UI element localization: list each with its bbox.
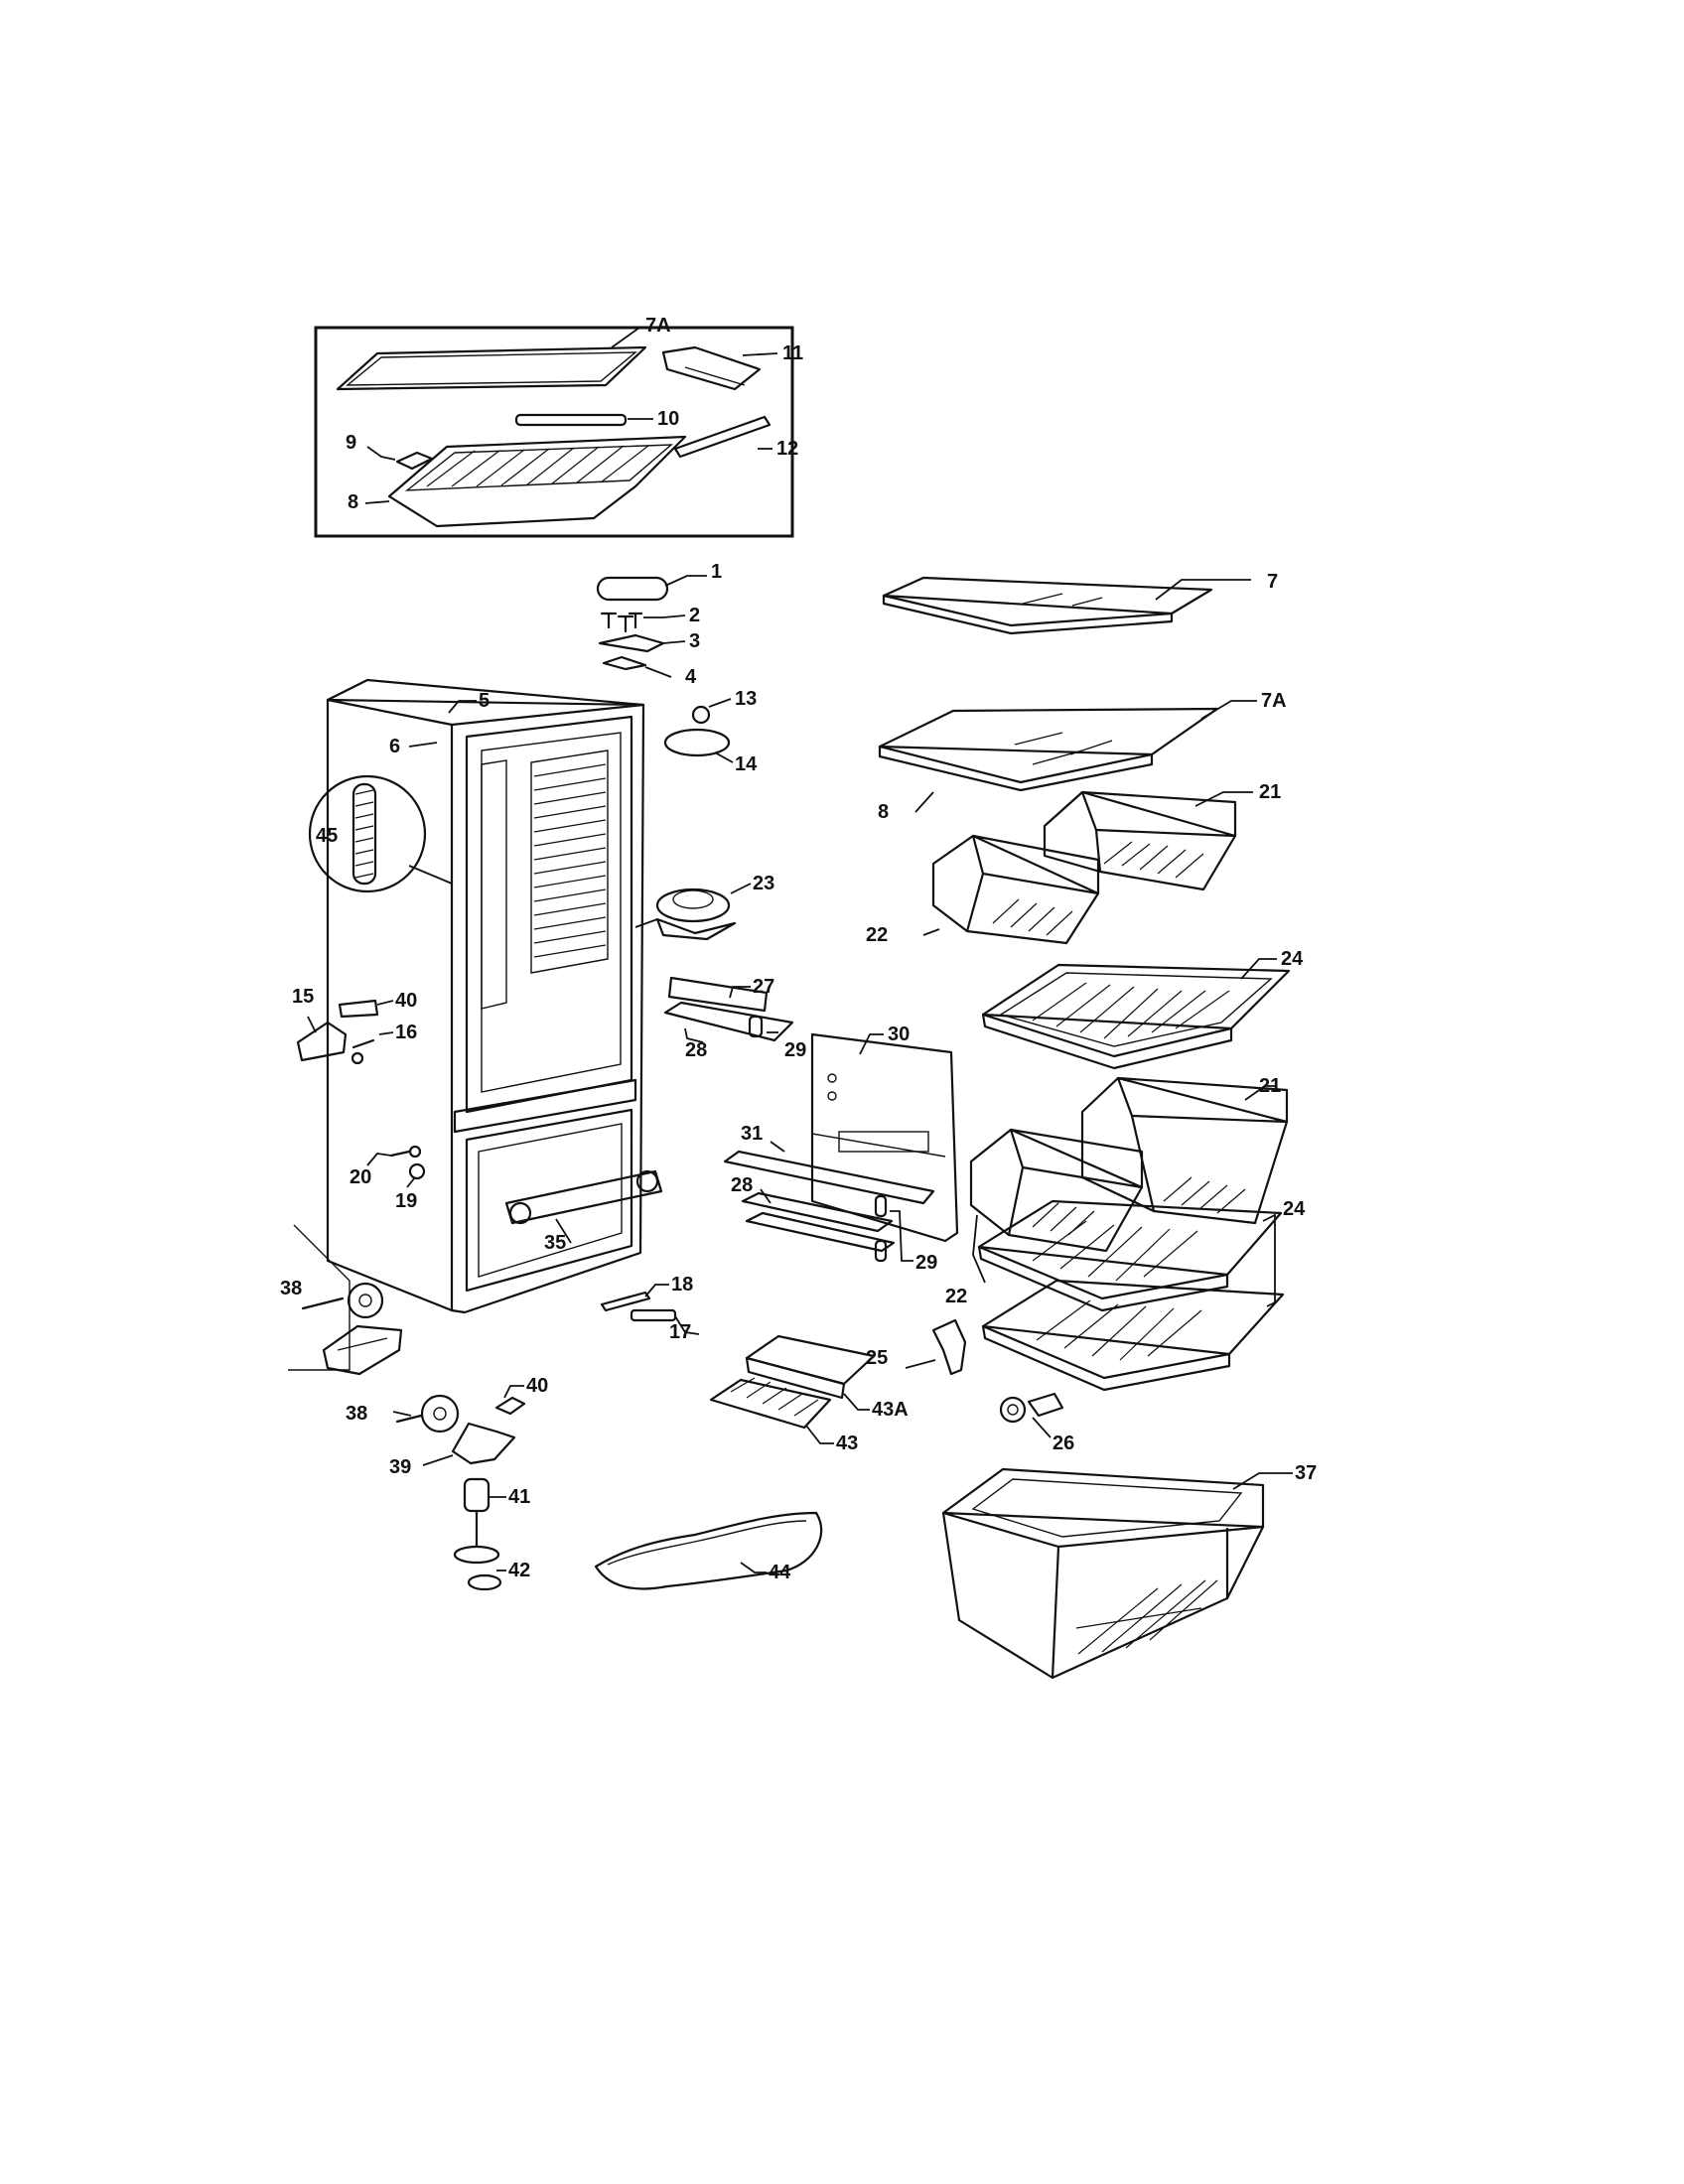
callout-18: 18: [671, 1274, 693, 1296]
top-center-small-parts: [596, 575, 734, 763]
part-7-glass-shelf: [882, 576, 1251, 635]
callout-40-lower: 40: [526, 1375, 548, 1397]
part-13-bulb: [691, 705, 711, 725]
callout-2: 2: [689, 605, 700, 626]
callout-42: 42: [508, 1560, 530, 1581]
part-8-wire-shelf: [387, 435, 687, 528]
callout-29-lower: 29: [915, 1252, 937, 1274]
part-22-crisper-lower: [969, 1128, 1144, 1284]
callout-labels: 7A 11 10 9 12 8 1 2 3 4 5 6 13 14 7 7A 8…: [280, 315, 1317, 1583]
part-2-screws: [600, 612, 643, 633]
callout-10: 10: [657, 408, 679, 430]
callout-1: 1: [711, 561, 722, 583]
part-23-fan: [634, 883, 752, 941]
callout-22-upper: 22: [866, 924, 888, 946]
part-27-28-29-upper: [663, 976, 794, 1043]
callout-37: 37: [1295, 1462, 1317, 1484]
part-31-28-29-lower: [723, 1141, 935, 1263]
callout-7a-inset: 7A: [645, 315, 671, 337]
part-15-16-40-hinge: [296, 999, 394, 1065]
part-12-rail: [673, 415, 772, 459]
callout-22-lower: 22: [945, 1286, 967, 1307]
callout-44: 44: [769, 1562, 791, 1583]
callout-16: 16: [395, 1022, 417, 1043]
callout-17: 17: [669, 1321, 691, 1343]
callout-7: 7: [1267, 571, 1278, 593]
part-11-bracket: [661, 345, 762, 391]
part-1-cover: [596, 576, 669, 602]
callout-21-upper: 21: [1259, 781, 1281, 803]
part-14-ring: [663, 728, 731, 757]
callout-15: 15: [292, 986, 314, 1008]
callout-43a: 43A: [872, 1399, 909, 1421]
callout-6: 6: [389, 736, 400, 757]
part-3-bracket: [598, 633, 665, 653]
callout-4: 4: [685, 666, 697, 688]
callout-38-lower: 38: [346, 1403, 367, 1425]
part-4-shim: [602, 655, 647, 671]
part-24-tray-upper: [981, 958, 1291, 1070]
part-38-39-40-41-42-leveler: [392, 1385, 526, 1591]
part-25-26-small: [905, 1318, 1064, 1438]
part-35-rail: [504, 1169, 663, 1225]
part-10-trim: [514, 413, 628, 427]
callout-35: 35: [544, 1232, 566, 1254]
part-19-20-screw: [366, 1145, 426, 1188]
callout-14: 14: [735, 753, 758, 775]
evaporator-grille: [530, 750, 609, 974]
callout-13: 13: [735, 688, 757, 710]
callout-12: 12: [776, 438, 798, 460]
callout-28-upper: 28: [685, 1039, 707, 1061]
callout-3: 3: [689, 630, 700, 652]
part-glass-shelf-inset: [336, 345, 647, 391]
part-37-drawer: [941, 1467, 1293, 1680]
callout-24-upper: 24: [1281, 948, 1304, 970]
callout-43: 43: [836, 1433, 858, 1454]
part-24-tray-lower: [977, 1199, 1285, 1392]
callout-25: 25: [866, 1347, 888, 1369]
callout-20: 20: [350, 1166, 371, 1188]
callout-7a: 7A: [1261, 690, 1287, 712]
callout-39: 39: [389, 1456, 411, 1478]
callout-19: 19: [395, 1190, 417, 1212]
part-17-18-trim: [600, 1284, 700, 1335]
callout-27: 27: [753, 976, 774, 998]
part-22-crisper-upper: [922, 834, 1100, 945]
callout-11: 11: [782, 342, 803, 364]
part-38-wheel-upper: [288, 1224, 403, 1376]
callout-40-upper: 40: [395, 990, 417, 1012]
callout-45: 45: [316, 825, 338, 847]
part-7a-glass-shelf: [878, 700, 1257, 813]
part-21-crisper-upper: [1043, 790, 1253, 891]
callout-26: 26: [1052, 1433, 1074, 1454]
callout-8-inset: 8: [348, 491, 358, 513]
callout-8: 8: [878, 801, 889, 823]
callout-41: 41: [508, 1486, 530, 1508]
callout-30: 30: [888, 1024, 910, 1045]
callout-23: 23: [753, 873, 774, 894]
inset-shelf-assembly: [314, 326, 794, 538]
callout-9: 9: [346, 432, 356, 454]
part-30-panel: [810, 1032, 959, 1243]
callout-24-lower: 24: [1283, 1198, 1306, 1220]
callout-5: 5: [479, 690, 490, 712]
callout-31: 31: [741, 1123, 763, 1145]
refrigerator-cabinet: [326, 678, 663, 1314]
part-21-crisper-lower: [1080, 1076, 1289, 1225]
part-45-gasket-detail: [308, 774, 453, 893]
part-44-tray-gasket: [594, 1511, 823, 1590]
callout-21-lower: 21: [1259, 1075, 1281, 1097]
part-9-clip: [395, 451, 434, 471]
callout-29-upper: 29: [784, 1039, 806, 1061]
callout-38-upper: 38: [280, 1278, 302, 1299]
part-43-ice-tray: [709, 1334, 876, 1444]
callout-28-lower: 28: [731, 1174, 753, 1196]
